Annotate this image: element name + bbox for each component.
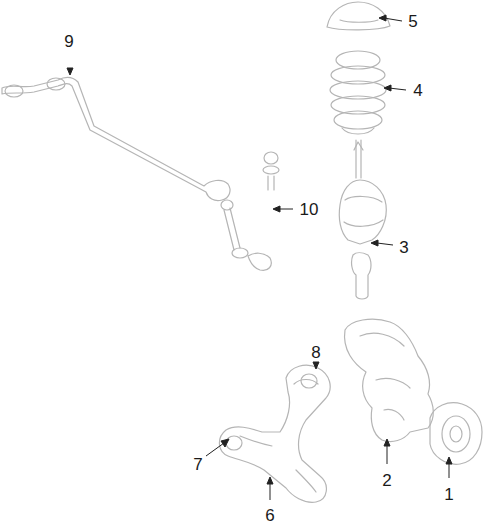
leader-line [206, 443, 224, 456]
callout-number: 7 [193, 456, 202, 473]
strut-rod-tip [354, 142, 363, 150]
callout-number: 6 [265, 507, 274, 524]
callout-number: 10 [300, 201, 319, 218]
leader-line [449, 463, 450, 478]
stabilizer-link [221, 152, 279, 270]
callout-number: 9 [64, 33, 73, 50]
strut-spring-seat [339, 180, 386, 244]
leader-line [387, 445, 388, 464]
hub-center [450, 426, 462, 442]
callout-number: 8 [311, 344, 320, 361]
knuckle-detail [360, 333, 410, 420]
strut-mount-detail [340, 20, 378, 22]
strut-tube [352, 253, 371, 299]
leader-lines [67, 15, 452, 500]
steering-knuckle [345, 319, 434, 441]
arm-bushing [226, 436, 242, 450]
arm-detail [240, 380, 318, 493]
leader-line [384, 18, 402, 21]
arrowhead [384, 439, 390, 446]
callout-number: 3 [399, 239, 408, 256]
arrowhead [221, 439, 229, 447]
arrowhead [384, 85, 391, 91]
arm-bushing [301, 374, 317, 388]
arrowhead [313, 362, 319, 369]
arrowhead [371, 240, 378, 246]
callout-number: 5 [408, 13, 417, 30]
hub-flange [442, 416, 470, 452]
callout-number: 1 [444, 486, 453, 503]
leader-line [377, 243, 393, 245]
wheel-hub [430, 403, 482, 464]
callout-number: 2 [382, 472, 391, 489]
stabilizer-bar [2, 77, 230, 200]
stabilizer-bushing [5, 85, 23, 97]
arrowhead [379, 15, 386, 21]
strut-seat-detail [344, 196, 383, 226]
strut-mount [327, 2, 390, 30]
arrowhead [273, 206, 280, 212]
arrowhead [67, 68, 73, 75]
leader-line [279, 209, 293, 210]
stabilizer-bushing [47, 78, 65, 90]
leader-line [389, 88, 406, 90]
arrowhead [267, 477, 273, 484]
callout-number: 4 [413, 82, 422, 99]
leader-line [270, 483, 271, 500]
lower-control-arm [219, 365, 330, 502]
bellows [330, 51, 386, 134]
arrowhead [446, 457, 452, 464]
